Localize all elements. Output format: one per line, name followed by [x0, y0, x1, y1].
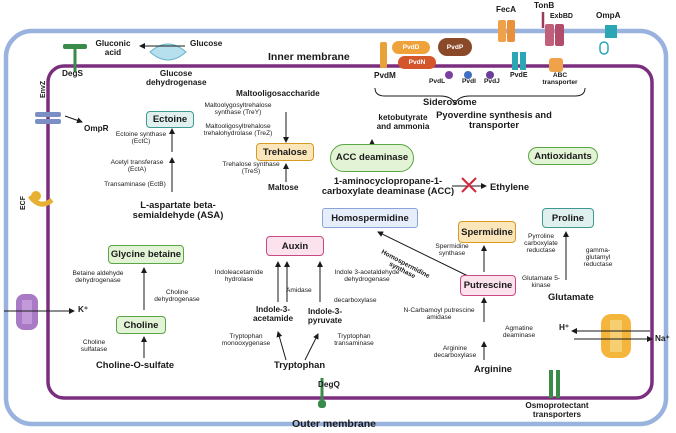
inner-membrane [46, 64, 654, 400]
outer-membrane-label: Outer membrane [292, 418, 377, 430]
ethylene-label: Ethylene [490, 181, 530, 192]
pvdj-dot [486, 71, 494, 79]
glycine-betaine-box: Glycine betaine [108, 245, 184, 264]
ectb-label: Transaminase (EctB) [104, 181, 166, 188]
pyrroline-reductase-label: Pyrroline carboxylate reductase [524, 233, 558, 254]
tryptophan-label: Tryptophan [274, 359, 326, 370]
pyoverdine-caption: Pyoverdine synthesis and transporter [436, 109, 552, 130]
ecta-label: Acetyl transferase (EctA) [110, 159, 164, 173]
asa-label: L-aspartate beta-semialdehyde (ASA) [132, 199, 224, 220]
tryptophan-monooxygenase-label: Tryptophan monooxygenase [221, 333, 271, 347]
arrow-trp-iam [276, 331, 287, 361]
inner-membrane-label: Inner membrane [268, 51, 350, 63]
gluconic-acid-label: Gluconic acid [95, 39, 131, 57]
trey-label: Maltoolygosyltrehalose synthase (TreY) [204, 102, 272, 116]
acc-products-label: ketobutyrate and ammonia [376, 113, 430, 131]
pvde-label: PvdE [510, 72, 528, 79]
pvdl-label: PvdL [429, 78, 446, 85]
degs-label: DegS [62, 69, 83, 78]
pvdl-dot [445, 71, 453, 79]
envz-icon [35, 112, 83, 124]
pvdm-icon [380, 42, 387, 68]
trez-label: Maltooligosyltrehalose trehalohydrolase … [203, 123, 273, 137]
abc-label: ABC transporter [542, 72, 578, 86]
h-label: H⁺ [559, 323, 570, 332]
siderosome-label: Siderosome [423, 96, 477, 107]
maltose-label: Maltose [268, 183, 299, 192]
siderosome-brace [374, 87, 586, 106]
arrow-trp-ipa [304, 333, 319, 361]
auxin-box: Auxin [266, 236, 324, 256]
ompa-label: OmpA [596, 11, 621, 20]
trehalose-box: Trehalose [256, 143, 314, 161]
outer-membrane [3, 28, 669, 427]
ompa-icon [599, 25, 617, 55]
indole-pyruvate-label: Indole-3-pyruvate [307, 307, 343, 325]
agmatine-deaminase-label: Agmatine deaminase [502, 325, 536, 339]
pvdp-pill: PvdP [438, 38, 472, 56]
osmoprotectant-label: Osmoprotectant transporters [525, 401, 589, 419]
arrow-homospermidine [377, 231, 469, 277]
envz-label: EnvZ [40, 80, 47, 98]
ompr-label: OmpR [84, 124, 109, 133]
acetaldehyde-label: Indole 3-acetaldehyde dehydrogenase [334, 269, 400, 283]
ectc-label: Ectoine synthase (EctC) [115, 131, 167, 145]
cross-icon [461, 177, 477, 193]
ecf-icon [27, 191, 54, 207]
pvde-icon [512, 52, 526, 70]
glutamate-kinase-label: Glutamate 5-kinase [521, 275, 561, 289]
betaine-aldehyde-label: Betaine aldehyde dehydrogenase [72, 270, 124, 284]
exbbd-icon [541, 12, 564, 46]
tonb-label: TonB [534, 1, 555, 10]
amidase-label: Amidase [286, 287, 312, 294]
feca-label: FecA [496, 5, 517, 14]
antioxidants-box: Antioxidants [528, 147, 598, 165]
glucose-dehydrogenase-label: Glucose dehydrogenase [146, 69, 207, 87]
ecf-label: ECF [20, 196, 27, 210]
acc-deaminase-box: ACC deaminase [330, 144, 414, 172]
indole-acetamide-label: Indole-3-acetamide [252, 305, 294, 323]
pvdm-label: PvdM [374, 71, 396, 80]
k-channel-icon [4, 294, 75, 330]
arginine-decarboxylase-label: Arginine decarboxylase [433, 345, 477, 359]
ncarbamoyl-label: N-Carbamoyl putrescine amidase [403, 307, 475, 321]
spermidine-box: Spermidine [458, 221, 516, 243]
putrescine-box: Putrescine [460, 275, 516, 296]
k-label: K⁺ [78, 305, 89, 314]
na-label: Na⁺ [655, 334, 670, 343]
exbbd-label: ExbBD [550, 13, 573, 20]
ectoine-box: Ectoine [146, 111, 194, 128]
proline-box: Proline [542, 208, 594, 228]
feca-icon [498, 20, 515, 42]
gamma-glutamyl-label: gamma-glutamyl reductase [583, 247, 613, 268]
choline-dehydrogenase-label: Choline dehydrogenase [154, 289, 200, 303]
degq-icon [318, 378, 326, 408]
spermidine-synthase-label: Spermidine synthase [435, 243, 469, 257]
glutamate-label: Glutamate [548, 291, 594, 302]
degq-label: DegQ [318, 380, 340, 389]
arginine-label: Arginine [474, 363, 513, 374]
pvdi-label: PvdI [462, 78, 476, 85]
choline-box: Choline [116, 316, 166, 334]
choline-o-sulfate-label: Choline-O-sulfate [96, 359, 175, 370]
decarboxylase-label: decarboxylase [334, 297, 377, 304]
degs-icon [63, 44, 87, 72]
abc-icon [549, 58, 563, 72]
homospermidine-box: Homospermidine [322, 208, 418, 228]
pvdn-pill: PvdN [398, 56, 436, 69]
indoleacetamide-hydrolase-label: Indoleacetamide hydrolase [214, 269, 264, 283]
acc-substrate-label: 1-aminocyclopropane-1-carboxylate deamin… [321, 175, 455, 196]
osmoprotectant-icon [549, 370, 560, 398]
pvdj-label: PvdJ [484, 78, 500, 85]
glucose-label: Glucose [190, 39, 223, 48]
tryptophan-transaminase-label: Tryptophan transaminase [334, 333, 374, 347]
maltooligosaccharide-label: Maltooligosaccharide [236, 89, 320, 98]
pvdd-pill: PvdD [392, 41, 430, 54]
choline-sulfatase-label: Choline sulfatase [80, 339, 108, 353]
antiporter-icon [571, 314, 653, 358]
tres-label: Trehalose synthase (TreS) [222, 161, 280, 175]
pvdi-dot [464, 71, 472, 79]
